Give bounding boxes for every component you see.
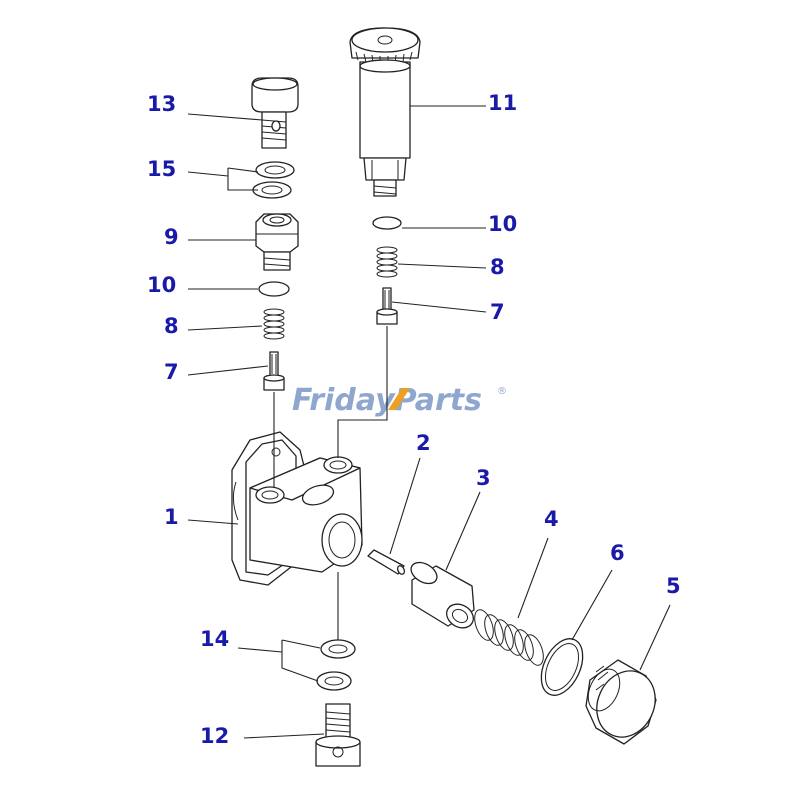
callout-11: 11 xyxy=(488,91,517,115)
part-4-spring xyxy=(474,609,544,666)
part-2-pin xyxy=(367,549,406,575)
part-13-bolt xyxy=(251,77,299,149)
callout-numbers: 13 15 9 10 8 7 1 11 10 8 7 2 3 4 6 5 14 … xyxy=(147,91,681,748)
part-8-spring-left xyxy=(263,308,285,340)
callout-5: 5 xyxy=(666,574,681,598)
watermark-accent-swoosh xyxy=(388,388,410,410)
callout-9: 9 xyxy=(164,225,179,249)
part-15-washers xyxy=(252,161,295,199)
callout-1: 1 xyxy=(164,505,179,529)
part-8-spring-right xyxy=(376,246,398,278)
part-9-fitting xyxy=(255,213,299,271)
callout-7-left: 7 xyxy=(164,360,179,384)
callout-8-left: 8 xyxy=(164,314,179,338)
part-5-plug xyxy=(585,659,657,745)
callout-7-right: 7 xyxy=(490,300,505,324)
callout-10-right: 10 xyxy=(488,212,517,236)
callout-6: 6 xyxy=(610,541,625,565)
watermark-logo: FridayParts ® xyxy=(292,383,507,418)
callout-3: 3 xyxy=(476,466,491,490)
callout-12: 12 xyxy=(200,724,229,748)
part-1-pump-body xyxy=(231,431,363,586)
callout-14: 14 xyxy=(200,627,229,651)
watermark-text-friday: Friday xyxy=(292,383,396,418)
part-14-washers xyxy=(316,639,356,691)
callout-10-left: 10 xyxy=(147,273,176,297)
part-10-oring-left xyxy=(258,281,290,297)
watermark-registered-mark: ® xyxy=(497,386,507,397)
callout-15: 15 xyxy=(147,157,176,181)
callout-13: 13 xyxy=(147,92,176,116)
part-7-valve-right xyxy=(376,287,398,325)
callout-4: 4 xyxy=(544,507,559,531)
callout-2: 2 xyxy=(416,431,431,455)
assembly-axis-lines xyxy=(273,326,388,640)
part-11-priming-pump xyxy=(349,27,421,197)
part-7-valve-left xyxy=(263,351,285,391)
part-10-oring-right xyxy=(372,216,402,230)
part-6-gasket xyxy=(540,638,584,696)
part-3-piston xyxy=(410,561,475,629)
part-12-bolt xyxy=(315,703,361,767)
callout-8-right: 8 xyxy=(490,255,505,279)
leader-lines xyxy=(187,105,671,739)
